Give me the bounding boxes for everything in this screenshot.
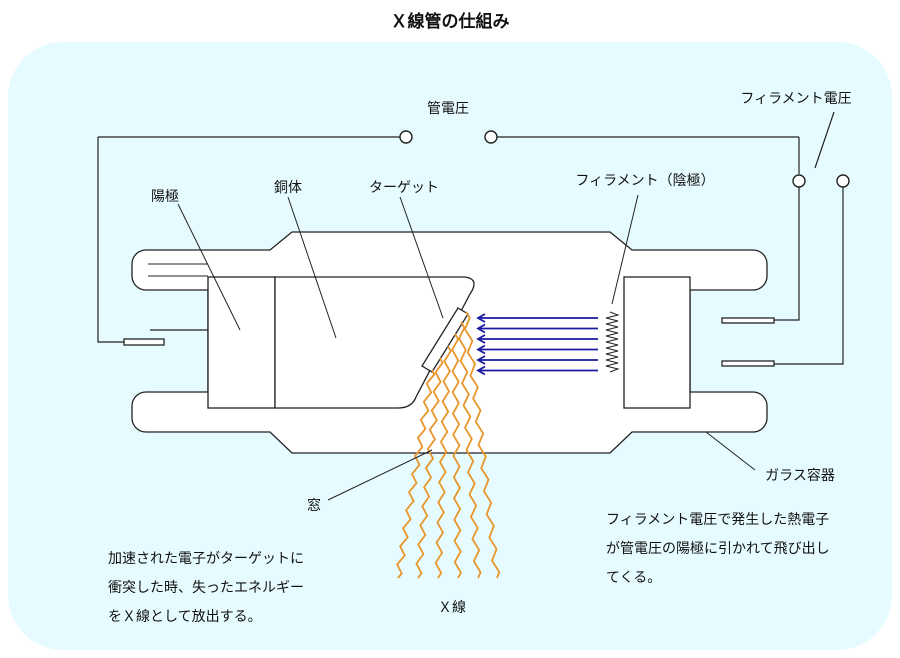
glass-vessel-label: ガラス容器 [765,467,835,484]
filament-lead-lower [721,360,775,367]
left-note-line-1: 加速された電子がターゲットに [108,551,304,567]
right-note-line-1: フィラメント電圧で発生した熱電子 [606,512,829,528]
copper-pointer [287,196,337,339]
anode-lead [123,338,165,346]
cathode-assembly [623,276,775,409]
target-pointer [399,196,444,319]
filament-pointer [611,194,639,305]
pointer-lines [177,194,756,501]
xray-wave [458,321,482,579]
anode-assembly [123,276,475,409]
left-note-line-3: をＸ線として放出する。 [108,609,262,625]
electron-arrow-head [476,365,486,376]
electron-arrows [476,313,598,376]
xray-wave [463,311,501,579]
target-plate [421,307,469,373]
tube-voltage-label: 管電圧 [427,101,469,117]
xray-label: Ｘ線 [438,600,466,616]
filament-lead-upper [721,317,775,324]
filament-coil [605,311,620,373]
filament-voltage-label: フィラメント電圧 [740,91,851,107]
target-label: ターゲット [369,180,439,196]
glass-pointer [705,431,756,471]
right-note-line-3: てくる。 [606,570,661,586]
anode-pointer [177,203,241,331]
glass-inner-wall [148,263,208,277]
filament-voltage-terminal-left [792,174,806,188]
left-note-line-2: 衝突した時、失ったエネルギー [108,580,304,596]
xray-wave [415,357,444,579]
terminals [399,130,850,188]
right-note-line-2: が管電圧の陽極に引かれて飛び出し [606,541,830,557]
xray-wave [451,333,462,579]
xray-waves [396,311,501,579]
electron-arrow-head [476,323,486,334]
copper-body-label: 銅体 [274,180,302,196]
copper-body [274,276,475,409]
diagram-title: Ｘ線管の仕組み [391,11,510,32]
xray-wave [434,345,452,579]
tube-voltage-terminal-right [484,130,498,144]
tube-voltage-terminal-left [399,130,413,144]
electron-arrow-head [476,344,486,355]
electron-arrow-head [476,313,486,323]
window-label: 窓 [307,497,321,514]
electron-arrow-head [476,355,486,365]
anode-block [207,276,276,409]
window-pointer [327,449,433,501]
filament-cathode-label: フィラメント（陰極） [575,173,714,189]
xray-wave [396,369,436,579]
filament-voltage-terminal-right [836,174,850,188]
cathode-block [623,276,691,409]
electron-arrow-head [476,334,486,344]
anode-label: 陽極 [151,189,179,205]
